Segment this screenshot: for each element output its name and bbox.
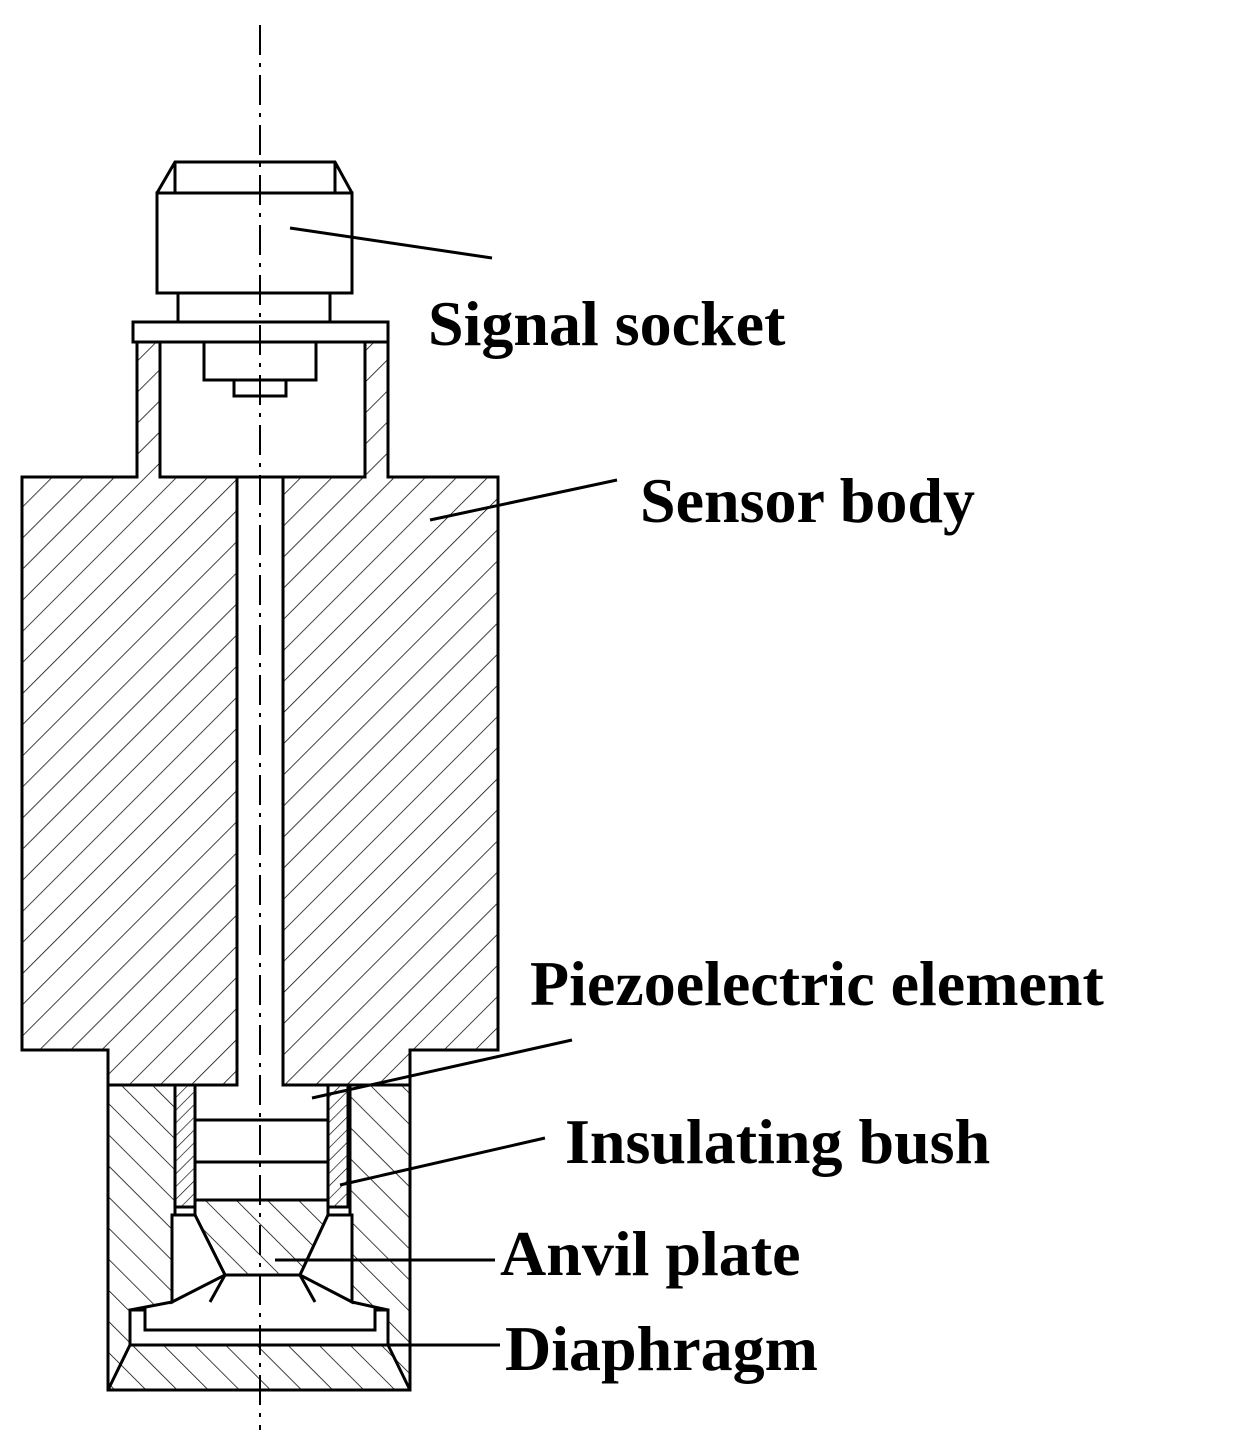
leader-lines <box>275 226 618 1347</box>
label-signal-socket: Signal socket <box>428 288 786 359</box>
leader-signal-socket <box>289 226 493 260</box>
label-sensor-body: Sensor body <box>640 465 975 536</box>
label-insulating-bush: Insulating bush <box>565 1106 990 1177</box>
label-anvil-plate: Anvil plate <box>500 1218 800 1289</box>
leader-piezoelectric-element <box>311 1038 573 1100</box>
leader-insulating-bush <box>339 1136 546 1187</box>
label-piezoelectric-element: Piezoelectric element <box>530 948 1105 1019</box>
piezoelectric-element <box>193 1085 330 1202</box>
signal-socket <box>131 160 390 398</box>
diaphragm <box>128 1308 390 1347</box>
insulating-bush <box>173 1083 350 1209</box>
anvil-plate <box>170 1198 354 1305</box>
leader-sensor-body <box>429 478 618 522</box>
label-diaphragm: Diaphragm <box>505 1313 818 1384</box>
